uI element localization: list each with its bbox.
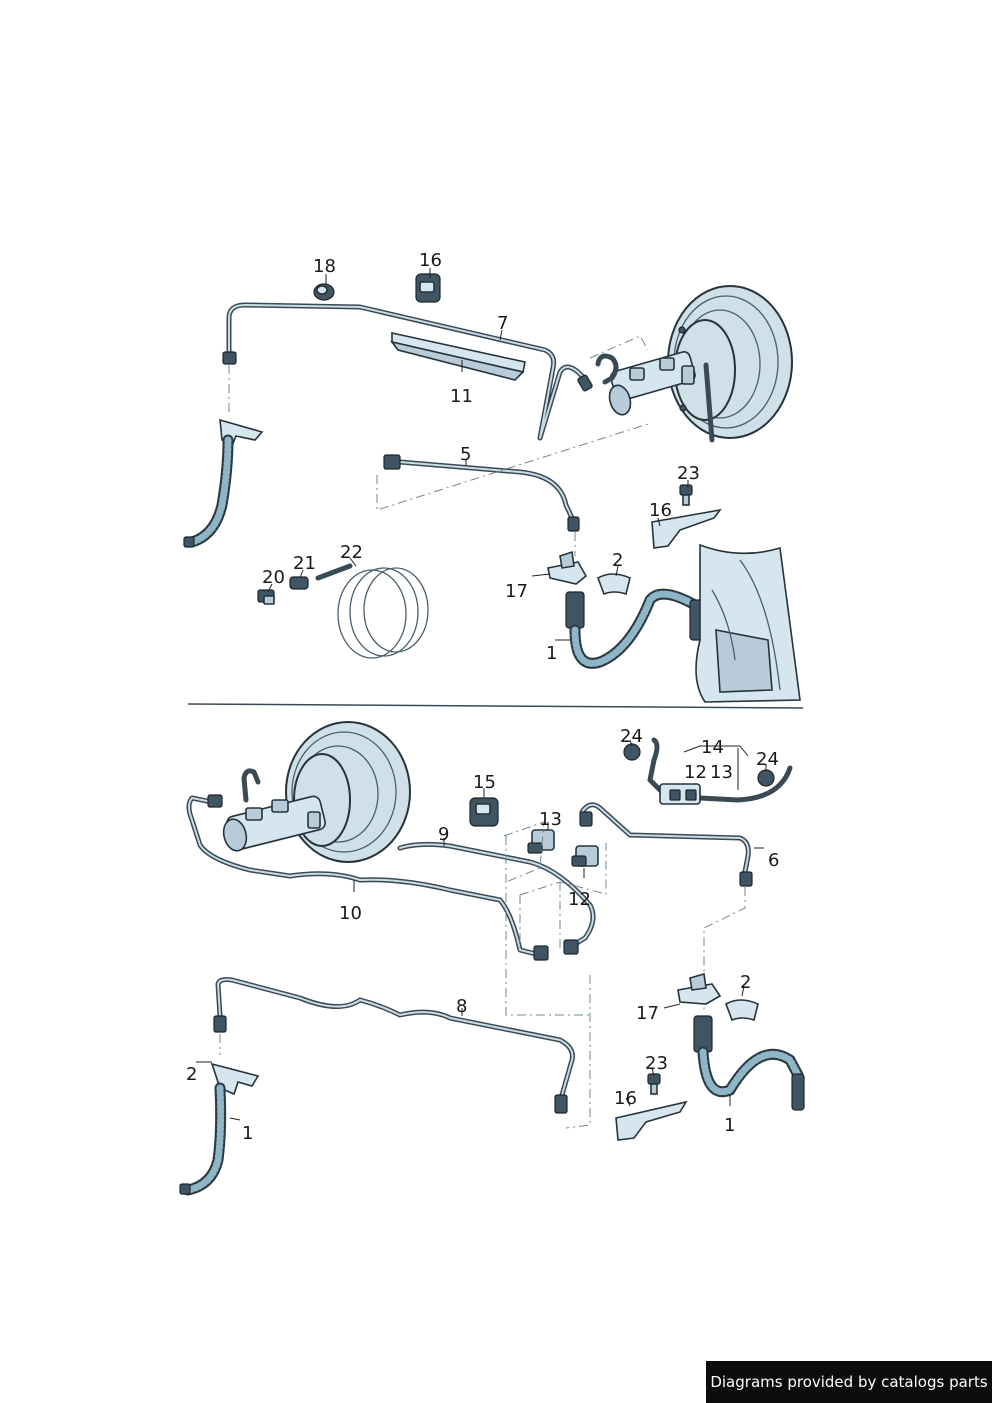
label-23-top: 23 [677,463,700,484]
label-17-bottom: 17 [636,1003,659,1024]
label-24-right: 24 [756,749,779,770]
brake-pipe-8 [213,977,575,1114]
label-12-valve: 12 [684,762,707,783]
label-23-bottom: 23 [645,1053,668,1074]
bottom-dash-lines [219,821,746,1129]
brake-hose-bottom-left [179,1062,260,1196]
brake-pipe-9 [397,841,596,955]
label-11: 11 [450,386,473,407]
master-cylinder-bottom [222,768,327,852]
label-18: 18 [313,256,336,277]
label-2-top: 2 [612,550,623,571]
clip-15 [469,797,499,827]
label-7: 7 [497,313,508,334]
label-13-connector: 13 [539,809,562,830]
label-10: 10 [339,903,362,924]
label-5: 5 [460,444,471,465]
top-leaders [267,268,689,641]
hose-assembly-bottom-right [677,972,805,1111]
label-21: 21 [293,553,316,574]
label-2-bottom-right: 2 [740,972,751,993]
label-13-valve: 13 [710,762,733,783]
brake-pipe-7 [222,302,619,441]
label-20: 20 [262,567,285,588]
label-12-connector: 12 [568,889,591,910]
clip-18 [313,283,335,301]
label-14: 14 [701,737,724,758]
bracket-11 [390,332,526,381]
label-1-bottom-left: 1 [242,1123,253,1144]
top-assembly: 18 16 7 11 5 23 16 21 22 20 2 17 1 [183,250,801,703]
label-8: 8 [456,996,467,1017]
bolt-bracket-bottom [615,1073,688,1141]
clip-16-top [415,273,441,303]
connectors-13-12 [527,829,599,867]
brake-hose-top-left [183,418,264,548]
label-6: 6 [768,850,779,871]
bolt-bracket-top [651,484,722,549]
label-22: 22 [340,542,363,563]
valve-assembly-14 [623,737,793,805]
label-2-bottom-left: 2 [186,1064,197,1085]
section-divider [187,703,804,709]
label-16-bracket-top: 16 [649,500,672,521]
label-16-top: 16 [419,250,442,271]
fittings-20-21-coil-22 [257,563,429,659]
label-17-top: 17 [505,581,528,602]
brake-pipe-10 [186,794,549,961]
brake-pipe-6 [579,802,753,887]
top-dash-lines [228,335,649,556]
master-cylinder-top [608,351,715,443]
bottom-assembly: 24 14 24 12 13 15 13 9 6 10 12 8 2 1 17 … [179,721,805,1196]
label-15: 15 [473,772,496,793]
label-16-bottom: 16 [614,1088,637,1109]
brake-booster-bottom [285,721,411,863]
credit-text: Diagrams provided by catalogs parts [710,1373,988,1391]
brake-booster-top [667,285,793,439]
bottom-leaders [196,739,767,1121]
credit-banner: Diagrams provided by catalogs parts [706,1361,992,1403]
label-1-bottom-right: 1 [724,1115,735,1136]
brake-pipe-5 [383,454,580,532]
label-24-left: 24 [620,726,643,747]
strut-caliper-assembly [695,543,801,703]
hose-assembly-top-right [547,550,706,669]
label-9: 9 [438,824,449,845]
label-1-top: 1 [546,643,557,664]
